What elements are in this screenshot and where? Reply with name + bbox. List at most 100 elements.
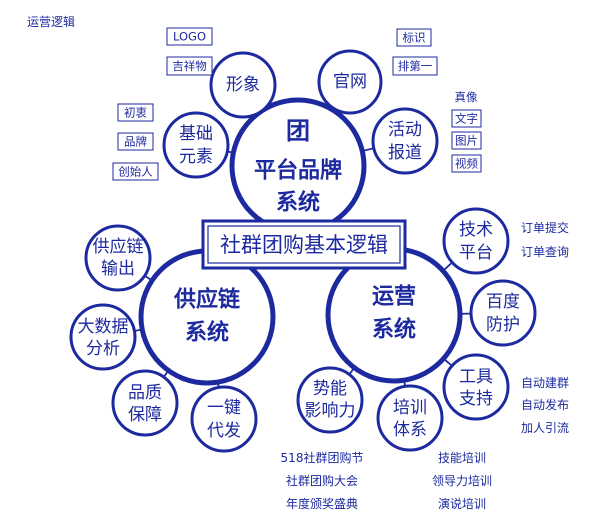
tag-label: LOGO: [173, 30, 206, 44]
branch-circle: [469, 279, 537, 347]
supply-branch-output: 供应链 输出: [84, 224, 152, 292]
tag-label: 排第一: [398, 59, 433, 73]
branch-label: 代发: [207, 421, 241, 441]
branch-circle: [84, 224, 152, 292]
branch-circle: [376, 384, 444, 452]
brand-system-label: 系统: [276, 190, 320, 216]
branch-label: 培训: [393, 398, 427, 418]
tag-box: [166, 27, 213, 46]
branch-circle: [317, 49, 383, 115]
branch-label: 技术: [459, 220, 493, 240]
branch-label: 保障: [128, 405, 162, 425]
page-title: 运营逻辑: [27, 15, 75, 29]
notes-influence: 518社群团购节 社群团购大会 年度颁奖盛典: [281, 450, 364, 511]
branch-label: 元素: [179, 147, 213, 167]
branch-circle: [296, 366, 364, 434]
note-text: 加人引流: [521, 421, 569, 435]
note-text: 领导力培训: [432, 473, 492, 488]
tag-group-events: 真像 文字 图片 视频: [451, 90, 482, 173]
center-title-box: 社群团购基本逻辑: [201, 219, 407, 270]
note-text: 自动发布: [521, 397, 569, 412]
ops-branch-tools: 工具 支持: [442, 353, 510, 421]
tag-group-image: LOGO 吉祥物: [166, 27, 213, 76]
notes-training: 技能培训 领导力培训 演说培训: [432, 450, 492, 511]
brand-system-label: 平台品牌: [254, 158, 342, 184]
branch-label: 基础: [179, 124, 213, 144]
branch-circle: [190, 385, 258, 453]
tag-label: 图片: [455, 134, 478, 148]
tag-label: 品牌: [124, 135, 147, 149]
branch-circle: [162, 111, 230, 179]
notes-tech-platform: 订单提交 订单查询: [521, 220, 569, 259]
notes-tools: 自动建群 自动发布 加人引流: [521, 376, 569, 435]
ops-branch-influence: 势能 影响力: [296, 366, 364, 434]
branch-label: 平台: [459, 243, 493, 263]
branch-label: 势能: [313, 379, 347, 399]
branch-circle: [442, 353, 510, 421]
tag-group-website: 标识 排第一: [392, 28, 438, 76]
supply-chain-system-label: 供应链: [173, 287, 240, 313]
supply-branch-dropship: 一键 代发: [190, 385, 258, 453]
tag-label: 真像: [455, 90, 478, 104]
branch-label: 体系: [393, 420, 427, 440]
operations-system-node: 运营 系统: [325, 246, 463, 384]
tag-box: [117, 103, 154, 122]
branch-label: 供应链: [93, 237, 144, 257]
operations-system-label: 系统: [372, 317, 416, 343]
brand-system-label: 团: [286, 117, 310, 145]
branch-label: 大数据: [78, 317, 129, 337]
center-box-outer: [201, 219, 407, 270]
branch-circle: [111, 369, 179, 437]
branch-circle: [442, 207, 510, 275]
branch-label: 支持: [459, 389, 493, 409]
tag-box: [392, 56, 438, 76]
tag-box: [396, 28, 432, 47]
note-text: 演说培训: [438, 496, 486, 511]
brand-system-node: 团 平台品牌 系统: [229, 97, 367, 235]
brand-branch-website: 官网: [317, 49, 383, 115]
note-text: 年度颁奖盛典: [286, 496, 358, 511]
branch-label: 一键: [207, 398, 241, 418]
supply-chain-system-circle: [138, 248, 276, 386]
note-text: 自动建群: [521, 376, 569, 390]
brand-branch-image: 形象: [209, 51, 277, 119]
note-text: 技能培训: [438, 450, 486, 465]
operations-system-label: 运营: [372, 285, 416, 310]
tag-label: 标识: [403, 31, 426, 45]
branch-circle: [69, 303, 137, 371]
branch-label: 报道: [388, 143, 422, 163]
branch-label: 百度: [486, 292, 520, 312]
ops-branch-tech-platform: 技术 平台: [442, 207, 510, 275]
center-title: 社群团购基本逻辑: [220, 233, 388, 257]
ops-branch-training: 培训 体系: [376, 384, 444, 452]
note-text: 518社群团购节: [281, 450, 364, 465]
tag-box: [112, 162, 159, 181]
supply-chain-system-label: 系统: [185, 320, 229, 346]
tag-label: 视频: [455, 157, 478, 171]
tag-label: 创始人: [118, 165, 153, 179]
branch-label: 品质: [128, 383, 162, 403]
brand-branch-events: 活动 报道: [371, 107, 439, 175]
tag-label: 初衷: [124, 106, 147, 120]
note-text: 订单提交: [521, 220, 569, 235]
tag-box: [166, 56, 213, 76]
branch-label: 输出: [101, 259, 135, 279]
center-box-inner: [207, 225, 401, 264]
branch-label: 分析: [86, 339, 120, 359]
tag-box: [117, 132, 154, 151]
branch-label: 官网: [333, 72, 367, 92]
branch-circle: [209, 51, 277, 119]
note-text: 社群团购大会: [286, 473, 358, 488]
branch-label: 防护: [486, 315, 520, 335]
tag-group-basic-elements: 初衷 品牌 创始人: [112, 103, 159, 181]
branch-circle: [371, 107, 439, 175]
branch-label: 影响力: [305, 401, 356, 421]
tag-box: [451, 109, 482, 128]
branch-label: 工具: [459, 367, 493, 387]
tag-label: 文字: [455, 112, 478, 126]
supply-branch-quality: 品质 保障: [111, 369, 179, 437]
tag-box: [451, 131, 482, 150]
ops-branch-baidu-protection: 百度 防护: [469, 279, 537, 347]
tag-label: 吉祥物: [172, 59, 207, 73]
